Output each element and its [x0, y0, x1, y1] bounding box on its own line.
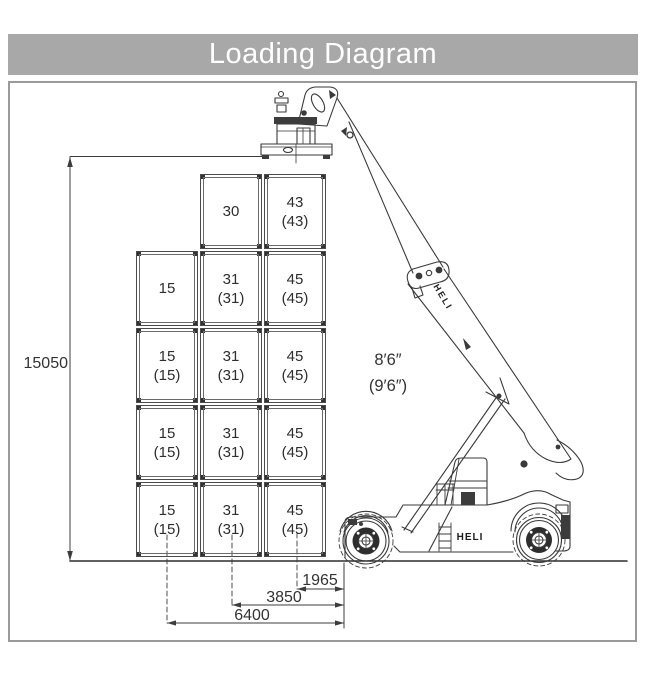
front-wheel: [338, 513, 394, 569]
container-box: 45 (45): [264, 328, 326, 403]
container-capacity: 45: [286, 270, 304, 288]
container-capacity: 45: [286, 501, 304, 519]
container-box: 45 (45): [264, 405, 326, 480]
cab: [444, 457, 488, 506]
container-capacity-alt: (45): [281, 366, 309, 384]
reach-dimension-row2: 3850: [266, 589, 302, 606]
container-capacity-alt: (31): [217, 443, 245, 461]
container-box: 31 (31): [200, 482, 262, 557]
container-box: 15 (15): [136, 482, 198, 557]
boom-nose: [297, 86, 339, 127]
reach-dimension-row3: 6400: [234, 607, 270, 624]
container-capacity: 15: [158, 501, 176, 519]
clearance-line-1: 8′6″: [374, 351, 402, 369]
container-clearance-note: 8′6″ (9′6″): [353, 347, 423, 399]
reach-dimension-row1: 1965: [302, 572, 338, 589]
container-capacity: 43: [286, 193, 304, 211]
boom-joint-bracket: [406, 261, 450, 299]
container-capacity: 30: [222, 203, 240, 220]
container-box: 15 (15): [136, 328, 198, 403]
container-capacity: 15: [158, 280, 176, 297]
rear-wheel: [512, 513, 566, 567]
boom-heel: [520, 432, 584, 481]
spreader: [260, 90, 333, 164]
container-box: 31 (31): [200, 405, 262, 480]
container-box: 43 (43): [264, 174, 326, 249]
clearance-line-2: (9′6″): [368, 377, 408, 395]
container-box: 45 (45): [264, 251, 326, 326]
container-capacity-alt: (45): [281, 520, 309, 538]
container-capacity-alt: (45): [281, 289, 309, 307]
telescopic-boom: [336, 97, 558, 439]
container-box: 15 (15): [136, 405, 198, 480]
container-box: 45 (45): [264, 482, 326, 557]
container-capacity: 31: [222, 424, 240, 442]
container-capacity-alt: (31): [217, 289, 245, 307]
hook-detail: [341, 127, 354, 139]
container-capacity-alt: (45): [281, 443, 309, 461]
page-title: Loading Diagram: [208, 38, 438, 70]
container-capacity: 45: [286, 347, 304, 365]
container-capacity: 45: [286, 424, 304, 442]
lift-cylinder: [401, 377, 510, 534]
container-capacity: 31: [222, 270, 240, 288]
container-capacity-alt: (15): [153, 443, 181, 461]
container-box: 30: [200, 174, 262, 249]
container-capacity-alt: (31): [217, 520, 245, 538]
title-bar: Loading Diagram: [8, 34, 638, 75]
container-box: 31 (31): [200, 328, 262, 403]
container-box: 31 (31): [200, 251, 262, 326]
container-capacity: 31: [222, 501, 240, 519]
container-capacity-alt: (15): [153, 520, 181, 538]
container-box: 15: [136, 251, 198, 326]
container-capacity: 15: [158, 347, 176, 365]
container-capacity-alt: (15): [153, 366, 181, 384]
dimension-lines: [67, 156, 345, 629]
container-capacity-alt: (31): [217, 366, 245, 384]
brand-logo-body: HELI: [456, 532, 484, 543]
container-capacity: 31: [222, 347, 240, 365]
container-stack: 30 43 (43) 15 31 (31) 45 (45) 15 (15): [135, 173, 327, 558]
container-capacity: 15: [158, 424, 176, 442]
container-capacity-alt: (43): [281, 212, 309, 230]
stack-height-dimension: 15050: [23, 355, 69, 372]
